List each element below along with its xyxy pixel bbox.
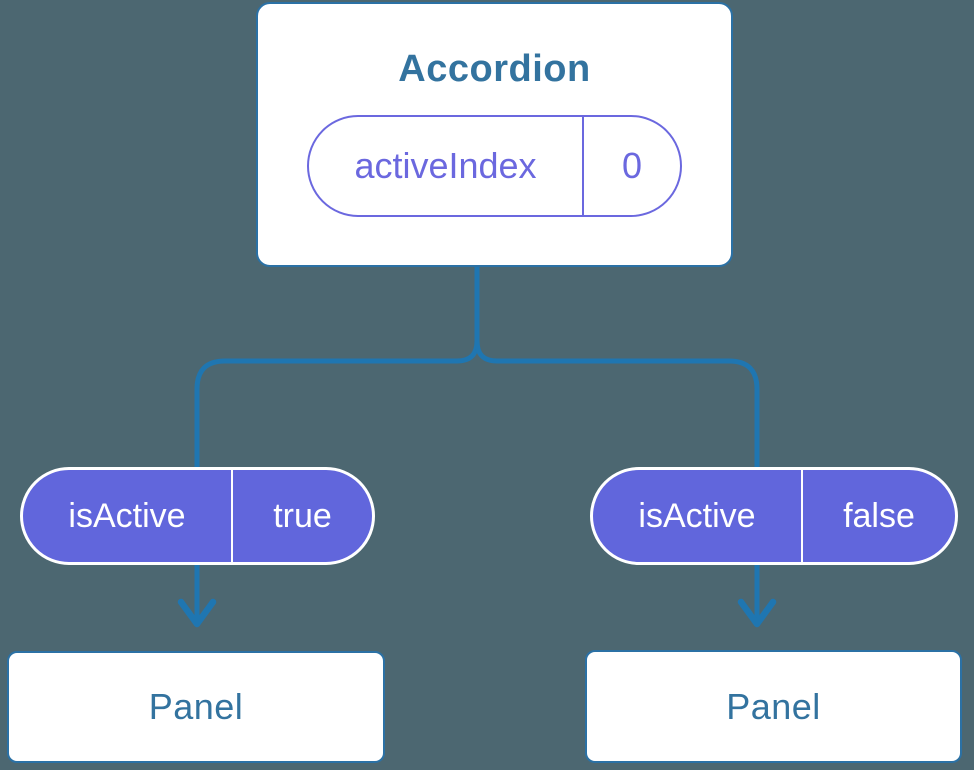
- prop-pill-name: isActive: [593, 470, 803, 562]
- prop-pill-true: isActive true: [20, 467, 375, 565]
- accordion-card: Accordion activeIndex 0: [256, 2, 733, 267]
- arrow-down-icon: [177, 598, 217, 628]
- prop-pill-value: true: [273, 496, 332, 535]
- accordion-title: Accordion: [398, 48, 591, 90]
- panel-card-left: Panel: [7, 651, 385, 763]
- state-pill-value: 0: [621, 145, 643, 186]
- prop-pill-value: false: [843, 496, 915, 535]
- panel-title: Panel: [148, 686, 244, 727]
- prop-pill-name: isActive: [23, 470, 233, 562]
- connector-right-branch: [474, 264, 760, 623]
- arrow-down-icon: [737, 598, 777, 628]
- connector-left-branch: [194, 264, 480, 623]
- state-pill-name: activeIndex: [309, 117, 584, 215]
- state-pill: activeIndex 0: [307, 115, 682, 217]
- panel-title: Panel: [726, 685, 821, 727]
- panel-card-right: Panel: [585, 650, 962, 763]
- prop-pill-false: isActive false: [590, 467, 958, 565]
